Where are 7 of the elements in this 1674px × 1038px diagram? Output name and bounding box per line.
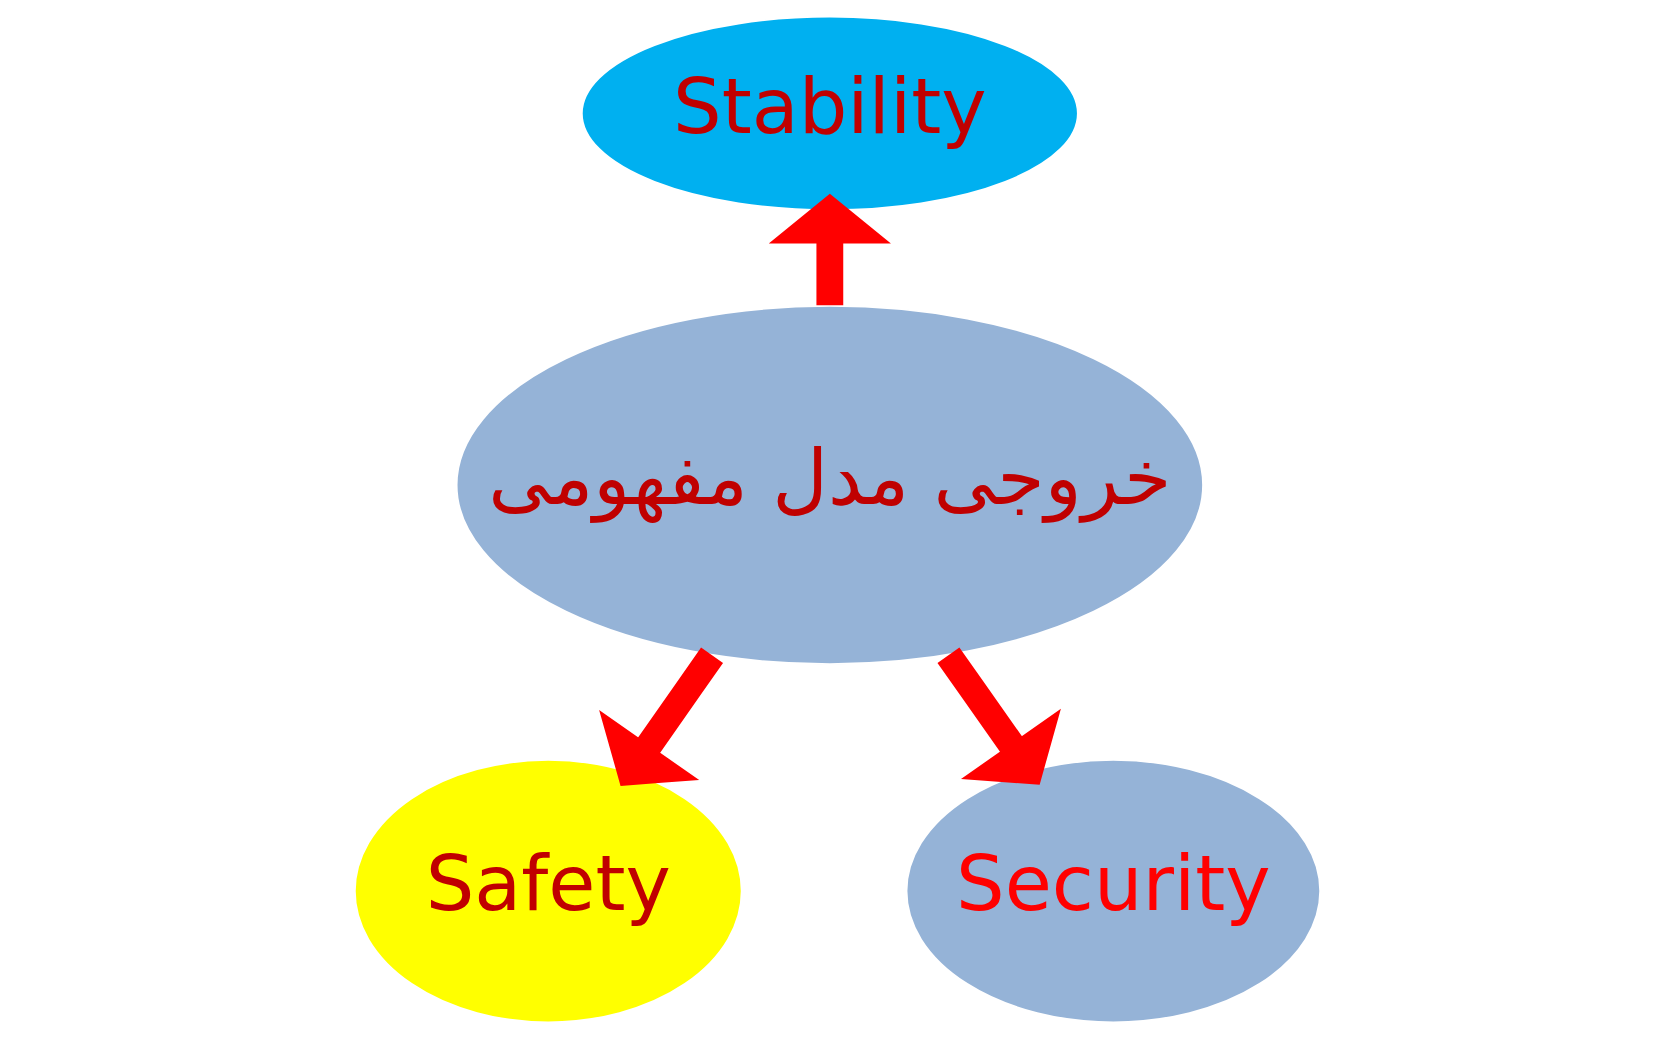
node-ellipse: خروجی مدل مفهومی	[455, 304, 1204, 665]
node-ellipse: Stability	[580, 15, 1079, 211]
node-ellipse: Safety	[353, 758, 743, 1023]
node-ellipse: Security	[905, 758, 1321, 1023]
arrow	[768, 193, 891, 305]
arrow	[936, 646, 1061, 785]
arrow	[598, 647, 723, 786]
